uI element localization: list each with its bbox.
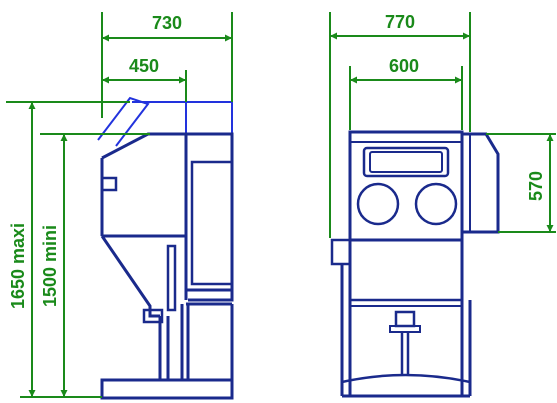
side-view-pipe bbox=[166, 244, 177, 312]
side-view-latch bbox=[100, 176, 118, 192]
front-view-dimensions bbox=[329, 12, 556, 238]
front-view-window bbox=[362, 146, 450, 178]
front-view-glove-port-left bbox=[356, 182, 400, 226]
front-view-base bbox=[341, 373, 471, 384]
dim-label-height-max: 1650 maxi bbox=[8, 223, 28, 309]
dim-label-600: 600 bbox=[389, 56, 419, 76]
front-view-cabinet bbox=[348, 130, 464, 242]
side-view-valve bbox=[142, 308, 164, 324]
front-view-machine bbox=[330, 130, 500, 398]
front-view-glove-port-right bbox=[414, 182, 458, 226]
side-view-dimensions bbox=[6, 12, 233, 398]
dim-label-height-min: 1500 mini bbox=[40, 225, 60, 307]
dim-label-450: 450 bbox=[129, 56, 159, 76]
front-view-control-box bbox=[330, 238, 352, 266]
side-view-machine bbox=[97, 96, 234, 400]
side-view-hood bbox=[97, 96, 233, 147]
front-view-side-box bbox=[462, 132, 500, 234]
side-view-hopper bbox=[100, 235, 160, 318]
dim-label-570: 570 bbox=[526, 171, 546, 201]
dim-label-770: 770 bbox=[385, 12, 415, 32]
side-view-base bbox=[100, 378, 234, 400]
front-view-valve bbox=[394, 310, 416, 328]
side-view-cabinet bbox=[101, 132, 234, 302]
dim-label-730: 730 bbox=[152, 13, 182, 33]
